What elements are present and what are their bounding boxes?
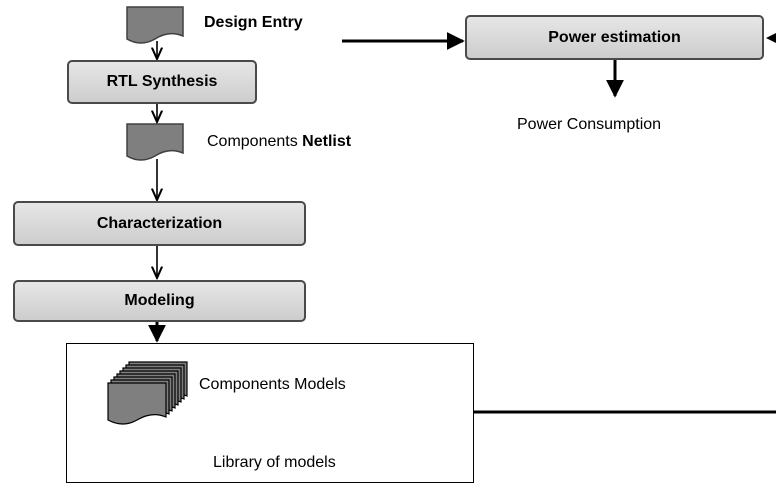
characterization-box: Characterization	[13, 201, 306, 246]
power-estimation-label: Power estimation	[548, 28, 681, 46]
rtl-synthesis-label: RTL Synthesis	[106, 73, 218, 90]
modeling-box: Modeling	[13, 280, 306, 322]
power-estimation-box: Power estimation	[465, 15, 764, 60]
design-entry-label: Design Entry	[204, 14, 303, 31]
library-of-models-label: Library of models	[213, 454, 336, 471]
modeling-label: Modeling	[124, 292, 195, 309]
netlist-document-icon	[126, 123, 184, 161]
rtl-synthesis-box: RTL Synthesis	[67, 60, 257, 104]
document-icon	[126, 6, 184, 44]
power-consumption-label: Power Consumption	[517, 116, 662, 133]
characterization-label: Characterization	[96, 214, 223, 232]
document-stack-icon	[107, 361, 188, 425]
components-netlist-label: Components Netlist	[207, 133, 351, 151]
components-netlist-prefix: Components	[207, 133, 303, 150]
components-netlist-bold: Netlist	[302, 133, 352, 150]
components-models-label: Components Models	[199, 376, 346, 393]
arrow-into-power-right	[766, 33, 776, 43]
